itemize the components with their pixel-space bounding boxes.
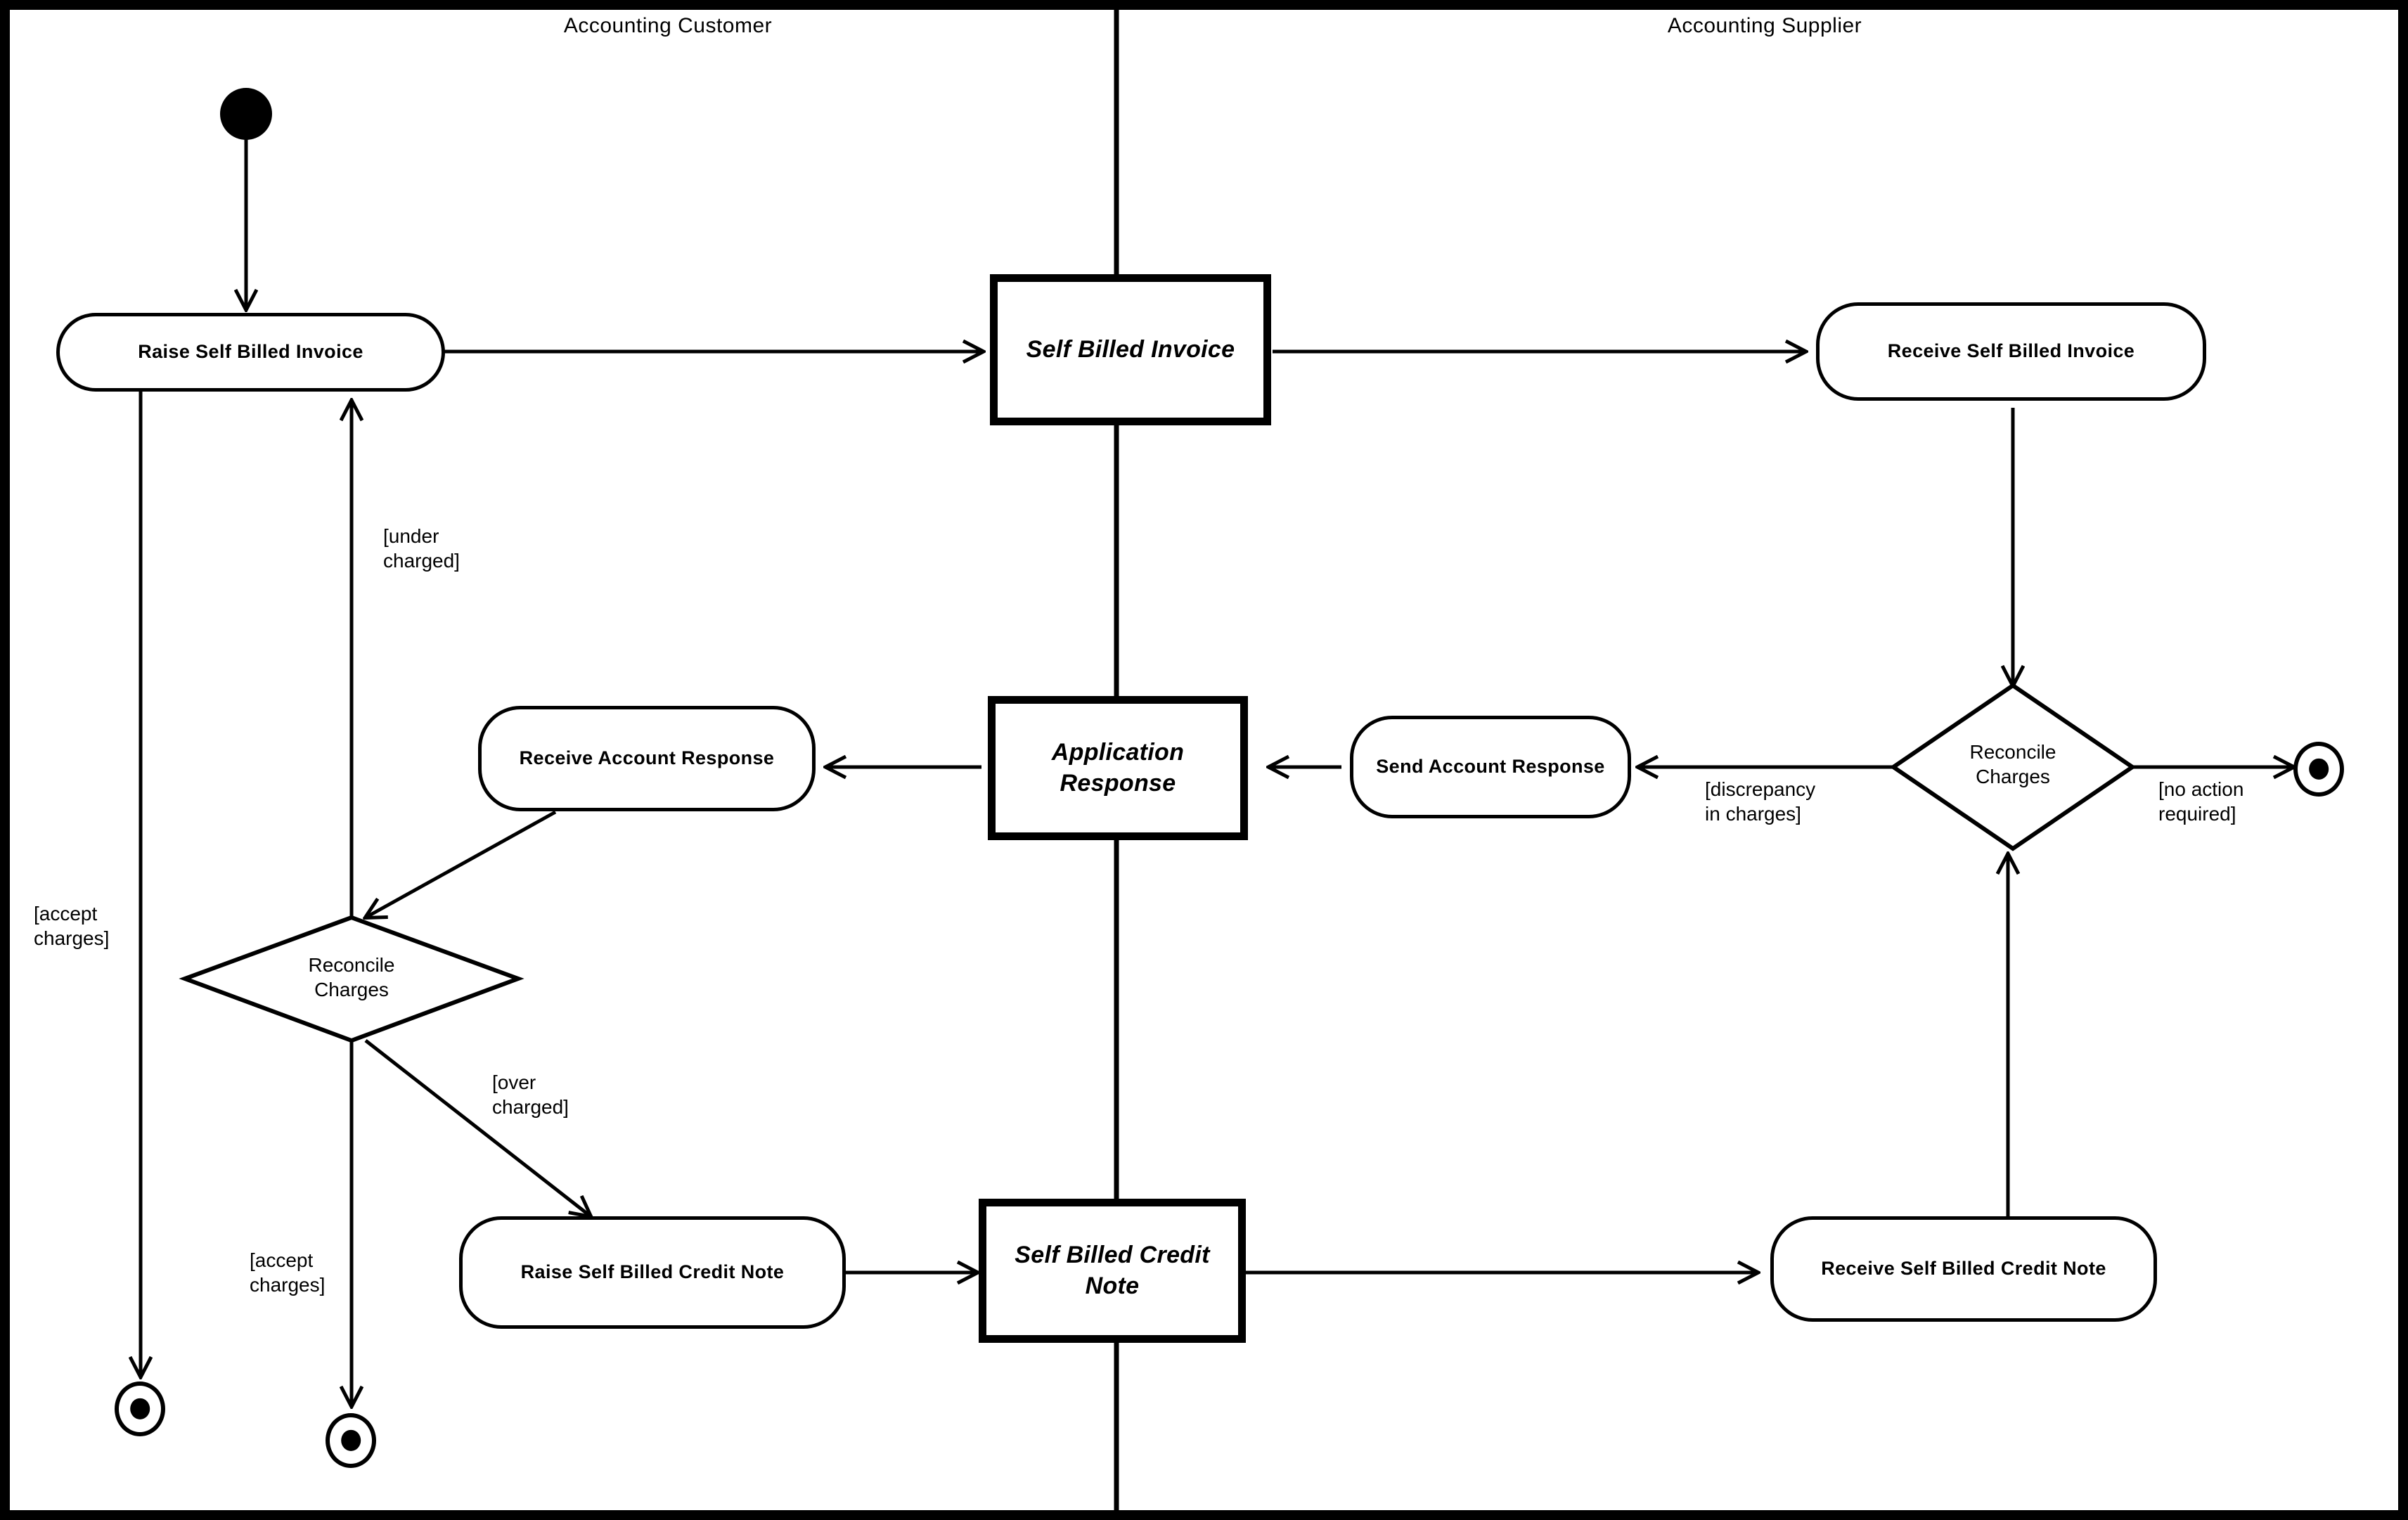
- final-node-supplier: [2293, 742, 2344, 797]
- object-self-billed-invoice[interactable]: Self Billed Invoice: [990, 274, 1271, 425]
- object-application-response[interactable]: Application Response: [988, 696, 1248, 840]
- guard-accept-charges-left: [accept charges]: [34, 903, 110, 950]
- final-node-customer-accept-1: [115, 1381, 165, 1436]
- decision-label-reconcile-charges-customer: Reconcile Charges: [308, 954, 395, 1001]
- guard-over-charged: [over charged]: [492, 1071, 569, 1119]
- action-raise-self-billed-invoice[interactable]: Raise Self Billed Invoice: [56, 313, 445, 392]
- object-self-billed-credit-note[interactable]: Self Billed Credit Note: [979, 1199, 1246, 1343]
- flow-reconcile-customer-to-raise-credit-note: [364, 1039, 591, 1216]
- action-raise-self-billed-credit-note[interactable]: Raise Self Billed Credit Note: [459, 1216, 846, 1329]
- decision-reconcile-charges-customer-shape: [179, 915, 524, 1043]
- action-send-account-response[interactable]: Send Account Response: [1350, 716, 1631, 818]
- initial-node: [220, 88, 272, 140]
- action-receive-self-billed-invoice[interactable]: Receive Self Billed Invoice: [1816, 302, 2206, 401]
- guard-no-action-required: [no action required]: [2158, 778, 2244, 825]
- decision-label-reconcile-charges-supplier: Reconcile Charges: [1969, 741, 2056, 788]
- action-receive-self-billed-credit-note[interactable]: Receive Self Billed Credit Note: [1770, 1216, 2157, 1322]
- flow-receive-response-to-reconcile-customer: [366, 810, 557, 917]
- guard-under-charged: [under charged]: [383, 525, 460, 572]
- final-node-customer-accept-2: [326, 1413, 376, 1468]
- lane-title-customer: Accounting Customer: [563, 14, 773, 37]
- guard-discrepancy-in-charges: [discrepancy in charges]: [1705, 778, 1816, 825]
- lane-title-supplier: Accounting Supplier: [1667, 14, 1862, 37]
- decision-reconcile-charges-supplier-shape: [1889, 683, 2137, 851]
- action-receive-account-response[interactable]: Receive Account Response: [478, 706, 816, 811]
- guard-accept-charges-mid: [accept charges]: [250, 1249, 326, 1296]
